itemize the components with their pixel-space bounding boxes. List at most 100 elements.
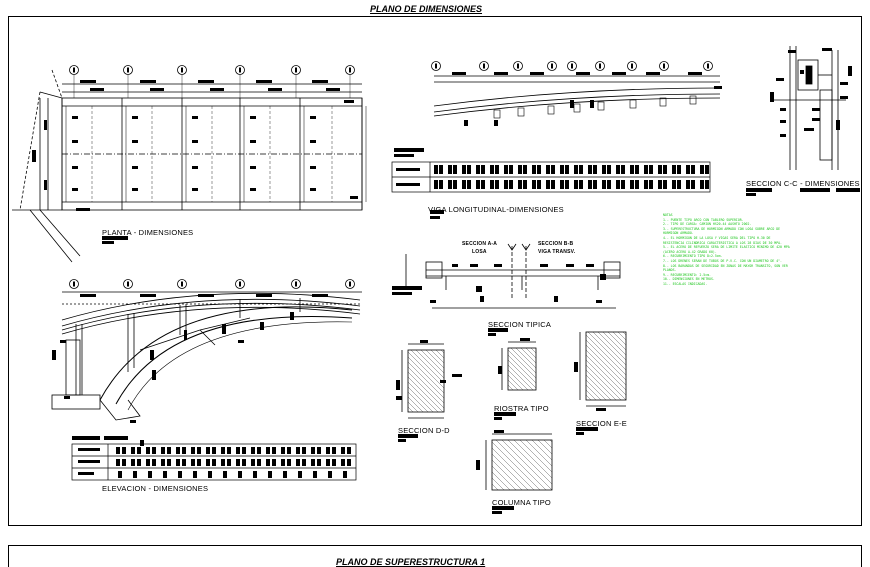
dimension-text-mark bbox=[80, 80, 96, 83]
dimension-text-mark bbox=[266, 459, 270, 466]
hatch-line bbox=[407, 396, 424, 413]
note-line: 7.- LOS DRENES SERAN DE TUBOS DE P.V.C. … bbox=[663, 258, 782, 263]
dimension-text-mark bbox=[132, 188, 138, 191]
planta-dimension-texts bbox=[32, 80, 358, 244]
dimension-text-mark bbox=[52, 350, 56, 360]
hatch-line bbox=[585, 359, 627, 401]
next-sheet-title: PLANO DE SUPERESTRUCTURA 1 bbox=[336, 557, 486, 567]
columna-tipo-label: COLUMNA TIPO bbox=[492, 498, 551, 507]
viga-table bbox=[391, 161, 711, 193]
dimension-text-mark bbox=[184, 330, 187, 340]
dimension-text-mark bbox=[607, 180, 611, 189]
dimension-text-mark bbox=[341, 447, 345, 454]
dimension-text-mark bbox=[212, 447, 216, 454]
dimension-text-mark bbox=[132, 140, 138, 143]
hatch-line bbox=[420, 349, 445, 374]
hatch-line bbox=[525, 439, 553, 467]
dimension-text-mark bbox=[146, 459, 150, 466]
hatch-line bbox=[510, 347, 537, 374]
dimension-text-mark bbox=[182, 459, 186, 466]
hatch-line bbox=[607, 331, 627, 351]
dimension-text-mark bbox=[462, 180, 466, 189]
axis-bubble-mark bbox=[349, 67, 351, 73]
dimension-text-mark bbox=[266, 447, 270, 454]
dimension-text-mark bbox=[540, 264, 548, 267]
dimension-text-mark bbox=[78, 472, 94, 475]
dimension-text-mark bbox=[495, 165, 499, 174]
dimension-text-mark bbox=[602, 180, 606, 189]
dimension-text-mark bbox=[836, 120, 840, 130]
dimension-text-mark bbox=[714, 86, 722, 89]
hatch-line bbox=[592, 331, 627, 366]
dimension-text-mark bbox=[191, 459, 195, 466]
dimension-text-mark bbox=[593, 165, 597, 174]
dimension-text-mark bbox=[287, 447, 291, 454]
dimension-text-mark bbox=[90, 88, 104, 91]
dimension-text-mark bbox=[804, 128, 814, 131]
seccion-tipica-label: SECCION TIPICA bbox=[488, 320, 552, 329]
hatch-line bbox=[507, 374, 524, 391]
dimension-text-mark bbox=[137, 459, 141, 466]
planta-drawing bbox=[12, 69, 367, 263]
pier-mark bbox=[547, 105, 555, 115]
dimension-text-mark bbox=[122, 459, 126, 466]
dimension-text-mark bbox=[439, 180, 443, 189]
dimension-text-mark bbox=[663, 180, 667, 189]
hatch-line bbox=[530, 347, 537, 354]
dimension-text-mark bbox=[116, 447, 120, 454]
hatch-line bbox=[585, 379, 607, 401]
dimension-text-mark bbox=[480, 296, 484, 302]
dimension-text-mark bbox=[530, 72, 544, 75]
hatch-line bbox=[425, 349, 445, 369]
dimension-text-mark bbox=[343, 471, 347, 478]
dimension-text-mark bbox=[396, 168, 420, 171]
hatch-line bbox=[415, 349, 445, 379]
hatch-line bbox=[507, 379, 519, 391]
dimension-text-mark bbox=[328, 471, 332, 478]
dimension-text-mark bbox=[836, 188, 860, 192]
dimension-text-mark bbox=[130, 420, 136, 423]
hatch-line bbox=[543, 439, 553, 449]
planta-label: PLANTA - DIMENSIONES bbox=[102, 228, 194, 237]
dimension-text-mark bbox=[163, 471, 167, 478]
dimension-text-mark bbox=[341, 459, 345, 466]
dimension-text-mark bbox=[302, 459, 306, 466]
pier-mark bbox=[659, 97, 667, 107]
dimension-text-mark bbox=[238, 340, 244, 343]
dimension-text-mark bbox=[770, 92, 774, 102]
hatch-line bbox=[491, 483, 499, 491]
note-line: RESISTENCIA CILINDRICA CARACTERISTICA A … bbox=[663, 240, 782, 245]
dimension-text-mark bbox=[596, 300, 602, 303]
dimension-text-mark bbox=[394, 154, 414, 157]
dimension-text-mark bbox=[140, 80, 156, 83]
dimension-text-mark bbox=[44, 180, 47, 190]
dimension-text-mark bbox=[448, 165, 452, 174]
dimension-text-mark bbox=[518, 180, 522, 189]
dimension-text-mark bbox=[658, 180, 662, 189]
dimension-text-mark bbox=[621, 180, 625, 189]
dimension-text-mark bbox=[494, 72, 508, 75]
hatch-line bbox=[537, 439, 553, 455]
dimension-text-mark bbox=[800, 188, 830, 192]
dimension-text-mark bbox=[76, 208, 90, 211]
dimension-text-mark bbox=[122, 447, 126, 454]
dimension-text-mark bbox=[287, 459, 291, 466]
dimension-text-mark bbox=[242, 447, 246, 454]
dimension-text-mark bbox=[554, 296, 558, 302]
dimension-text-mark bbox=[532, 165, 536, 174]
dimension-text-mark bbox=[840, 82, 848, 85]
note-line: 3.- SUPERESTRUCTURA DE HORMIGON ARMADO C… bbox=[663, 226, 781, 231]
dimension-text-mark bbox=[812, 118, 820, 121]
dimension-text-mark bbox=[161, 447, 165, 454]
dimension-text-mark bbox=[746, 193, 756, 196]
seccion-bb-label: SECCION B-B bbox=[538, 241, 574, 247]
pier-mark bbox=[573, 103, 581, 113]
dimension-text-mark bbox=[310, 188, 316, 191]
hatch-line bbox=[507, 364, 534, 391]
dimension-text-mark bbox=[72, 436, 100, 440]
dimension-text-mark bbox=[257, 459, 261, 466]
hatch-line bbox=[407, 351, 445, 389]
dimension-text-mark bbox=[332, 447, 336, 454]
hatch-line bbox=[585, 394, 592, 401]
dimension-text-mark bbox=[588, 180, 592, 189]
